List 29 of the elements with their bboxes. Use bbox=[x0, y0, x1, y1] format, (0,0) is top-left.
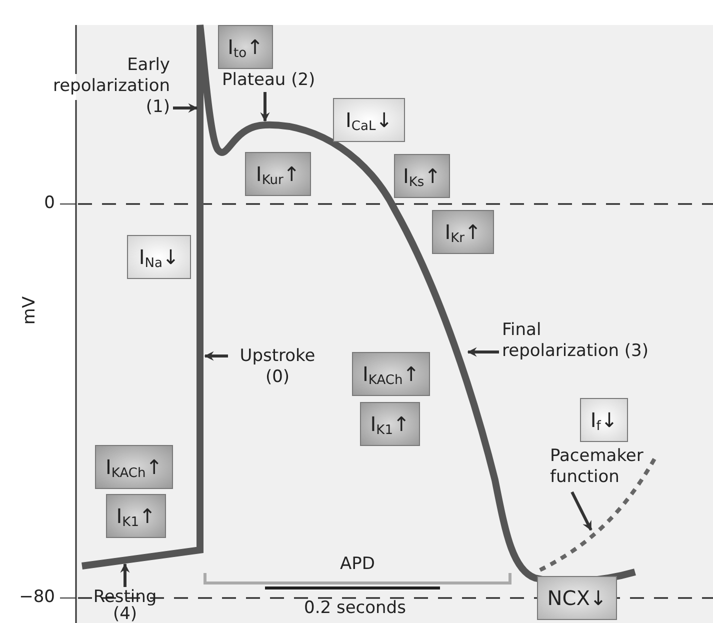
phase-label: Resting (4) bbox=[85, 589, 165, 623]
pointer-arrow bbox=[467, 347, 499, 357]
tick-label: 0 bbox=[43, 193, 55, 214]
pointer-arrow bbox=[120, 563, 130, 587]
bracket-label: APD bbox=[339, 554, 376, 575]
current-box: I$_{K1}$↑ bbox=[106, 494, 166, 538]
current-box: I$_{Ks}$↑ bbox=[394, 154, 450, 198]
current-box: I$_{Kur}$↑ bbox=[245, 152, 311, 196]
phase-label: Pacemaker function bbox=[550, 446, 650, 488]
pointer-arrow bbox=[204, 351, 228, 361]
axis-title: mV bbox=[20, 295, 40, 327]
current-box: I$_{CaL}$↓ bbox=[333, 98, 405, 142]
pointer-arrow bbox=[570, 491, 592, 531]
current-box: I$_{K1}$↑ bbox=[360, 402, 420, 446]
current-box: NCX↓ bbox=[537, 576, 617, 620]
phase-label: Early repolarization (1) bbox=[38, 55, 170, 118]
phase-label: Upstroke (0) bbox=[230, 346, 325, 388]
phase-label: Final repolarization (3) bbox=[502, 320, 657, 362]
pointer-arrow bbox=[173, 103, 198, 113]
pointer-arrow bbox=[260, 92, 270, 122]
current-box: I$_{to}$↑ bbox=[218, 25, 273, 69]
current-box: I$_{Kr}$↑ bbox=[432, 210, 494, 254]
current-box: I$_{KACh}$↑ bbox=[95, 445, 173, 489]
scale-label: 0.2 seconds bbox=[303, 598, 407, 619]
phase-label: Plateau (2) bbox=[222, 70, 342, 91]
current-box: I$_{f}$↓ bbox=[580, 398, 628, 442]
tick-label: −80 bbox=[18, 587, 55, 608]
current-box: I$_{KACh}$↑ bbox=[352, 352, 430, 396]
current-box: I$_{Na}$↓ bbox=[127, 235, 191, 279]
